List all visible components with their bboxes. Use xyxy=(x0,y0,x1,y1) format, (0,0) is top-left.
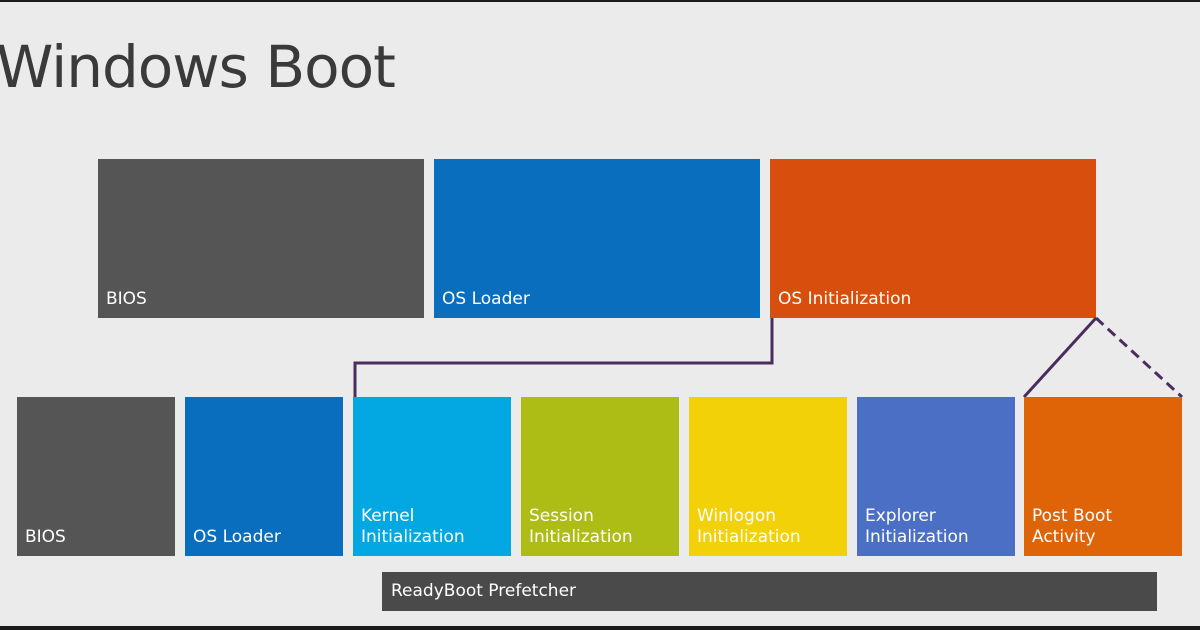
connector-to-post-boot xyxy=(1022,316,1098,399)
bottom-border xyxy=(0,626,1200,630)
detail-session-initialization: Session Initialization xyxy=(521,397,679,556)
detail-bios-label: BIOS xyxy=(25,527,66,547)
detail-session-initialization-label: Session Initialization xyxy=(529,506,633,547)
readyboot-prefetcher-bar: ReadyBoot Prefetcher xyxy=(382,572,1157,611)
detail-winlogon-initialization-label: Winlogon Initialization xyxy=(697,506,801,547)
detail-post-boot-activity: Post Boot Activity xyxy=(1024,397,1182,556)
phase-bios-label: BIOS xyxy=(106,289,147,309)
phase-os-loader: OS Loader xyxy=(434,159,760,318)
detail-explorer-initialization-label: Explorer Initialization xyxy=(865,506,969,547)
detail-kernel-initialization-label: Kernel Initialization xyxy=(361,506,465,547)
top-border xyxy=(0,0,1200,2)
phase-os-initialization-label: OS Initialization xyxy=(778,289,912,309)
connector-to-kernel xyxy=(353,318,774,397)
detail-explorer-initialization: Explorer Initialization xyxy=(857,397,1015,556)
phase-os-initialization: OS Initialization xyxy=(770,159,1096,318)
phase-bios: BIOS xyxy=(98,159,424,318)
detail-post-boot-activity-label: Post Boot Activity xyxy=(1032,506,1113,547)
page-title: Windows Boot xyxy=(0,33,396,101)
detail-bios: BIOS xyxy=(17,397,175,556)
phase-os-loader-label: OS Loader xyxy=(442,289,530,309)
detail-kernel-initialization: Kernel Initialization xyxy=(353,397,511,556)
connector-dashed-post-boot xyxy=(1094,316,1184,399)
detail-winlogon-initialization: Winlogon Initialization xyxy=(689,397,847,556)
detail-os-loader: OS Loader xyxy=(185,397,343,556)
detail-os-loader-label: OS Loader xyxy=(193,527,281,547)
